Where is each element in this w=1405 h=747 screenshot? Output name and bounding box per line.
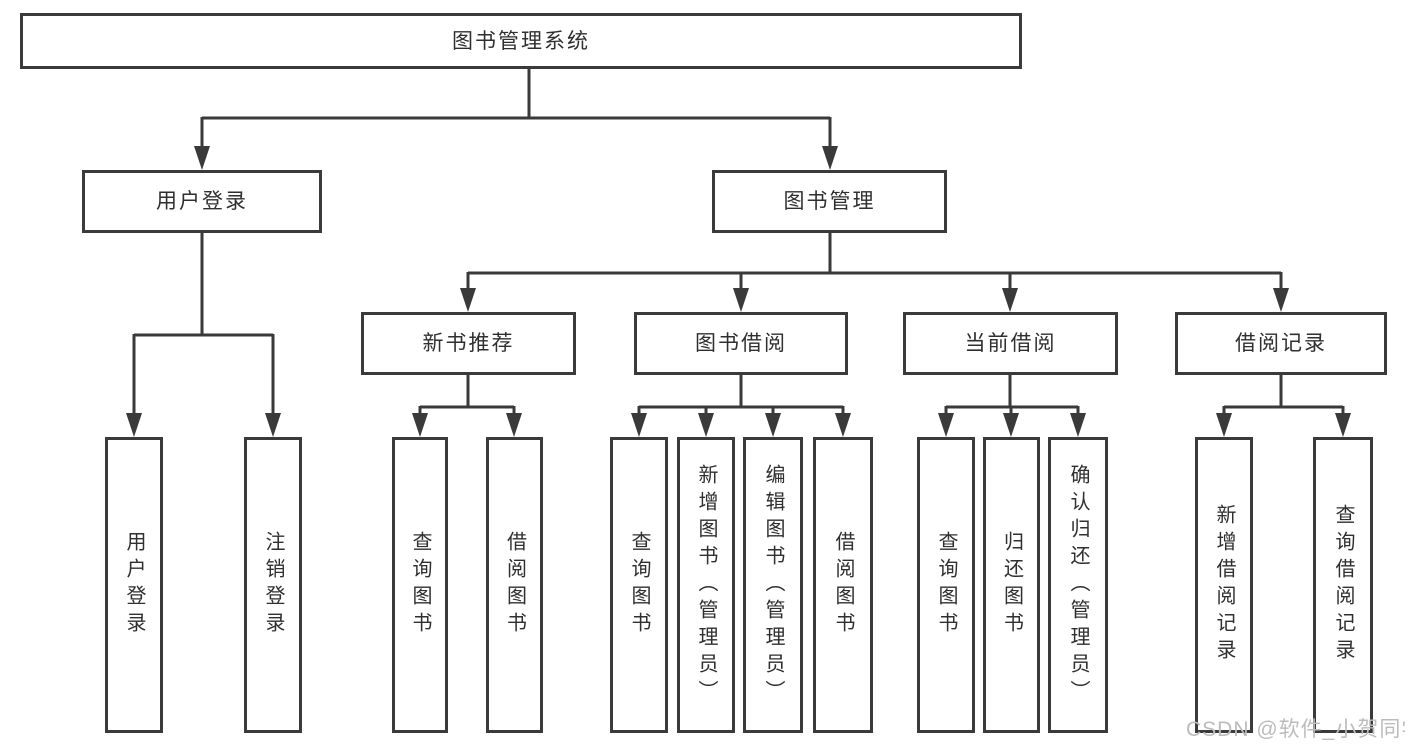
node-leaf-borrow-books: 借阅图书	[813, 437, 873, 733]
node-leaf-borrow-books-recommend: 借阅图书	[486, 437, 543, 733]
node-leaf-logout: 注销登录	[244, 437, 302, 733]
arrowhead	[1003, 413, 1019, 437]
node-borrow-records: 借阅记录	[1175, 312, 1387, 375]
node-leaf-query-books-current: 查询图书	[917, 437, 975, 733]
arrowhead	[698, 413, 714, 437]
arrowhead	[1216, 413, 1232, 437]
node-current-borrow: 当前借阅	[903, 312, 1118, 375]
arrowhead	[631, 413, 647, 437]
node-book-borrow: 图书借阅	[634, 312, 848, 375]
node-leaf-user-login: 用户登录	[105, 437, 163, 733]
arrowhead	[1273, 288, 1289, 312]
node-leaf-add-books-admin: 新增图书（管理员）	[677, 437, 735, 733]
arrowhead	[1070, 413, 1086, 437]
arrowhead	[1002, 288, 1018, 312]
arrowhead	[265, 413, 281, 437]
arrowhead	[835, 413, 851, 437]
node-new-book-recommend: 新书推荐	[361, 312, 576, 375]
arrowhead	[506, 413, 522, 437]
arrowhead	[765, 413, 781, 437]
node-leaf-query-books-recommend: 查询图书	[392, 437, 448, 733]
arrowhead	[938, 413, 954, 437]
node-leaf-confirm-return-admin: 确认归还（管理员）	[1048, 437, 1108, 733]
arrowhead	[194, 146, 210, 170]
arrowhead	[822, 146, 838, 170]
node-leaf-query-borrow-record: 查询借阅记录	[1313, 437, 1373, 733]
arrowhead	[460, 288, 476, 312]
csdn-watermark: CSDN @软件_小贺同学	[1186, 718, 1405, 741]
node-leaf-query-books-borrow: 查询图书	[610, 437, 668, 733]
node-leaf-add-borrow-record: 新增借阅记录	[1195, 437, 1253, 733]
node-user-login-module: 用户登录	[82, 170, 322, 233]
node-leaf-edit-books-admin: 编辑图书（管理员）	[743, 437, 803, 733]
arrowhead	[412, 413, 428, 437]
node-book-management-module: 图书管理	[712, 170, 947, 233]
node-system-root: 图书管理系统	[20, 13, 1022, 69]
arrowhead	[126, 413, 142, 437]
node-leaf-return-books: 归还图书	[983, 437, 1040, 733]
arrowhead	[733, 288, 749, 312]
arrowhead	[1335, 413, 1351, 437]
